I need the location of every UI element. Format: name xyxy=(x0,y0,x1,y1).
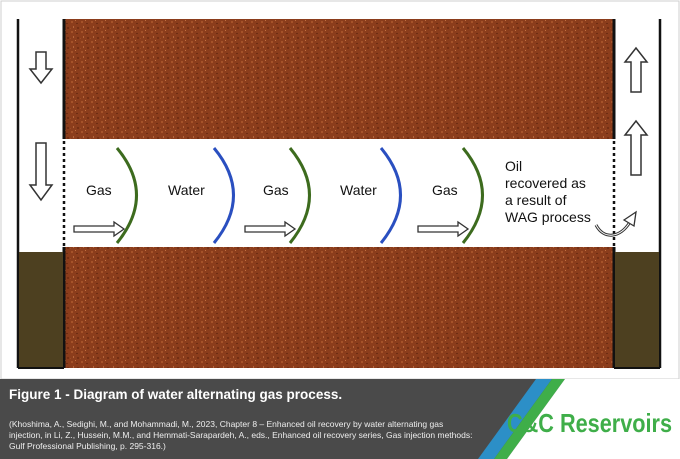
water-label-1: Water xyxy=(168,182,205,198)
caption-bar: Figure 1 - Diagram of water alternating … xyxy=(0,379,680,459)
water-label-2: Water xyxy=(340,182,377,198)
water-front-1 xyxy=(212,147,235,244)
water-front-2 xyxy=(379,147,402,244)
right-arrow-icon xyxy=(73,220,126,238)
gas-front-2 xyxy=(288,147,311,244)
lower-rock-layer xyxy=(64,247,614,368)
curved-up-arrow-icon xyxy=(594,210,637,237)
wag-process-diagram xyxy=(0,0,680,380)
oil-label-line-4: WAG process xyxy=(505,209,591,225)
upper-rock-layer xyxy=(64,19,614,139)
oil-label-line-2: recovered as xyxy=(505,175,586,191)
company-logo: C&C Reservoirs xyxy=(507,408,672,438)
figure-reference: (Khoshima, A., Sedighi, M., and Mohammad… xyxy=(9,419,473,451)
up-arrow-icon xyxy=(623,119,649,176)
gas-front-1 xyxy=(115,147,138,244)
right-arrow-icon xyxy=(244,220,297,238)
figure-title: Figure 1 - Diagram of water alternating … xyxy=(9,387,343,402)
svg-text:C&C Reservoirs: C&C Reservoirs xyxy=(507,408,672,438)
right-arrow-icon xyxy=(417,220,470,238)
oil-label-line-3: a result of xyxy=(505,192,567,208)
gas-label-3: Gas xyxy=(432,182,458,198)
up-arrow-icon xyxy=(623,46,649,93)
decorative-stripes xyxy=(478,379,680,459)
down-arrow-icon xyxy=(28,142,54,202)
injection-well xyxy=(16,19,66,369)
gas-label-1: Gas xyxy=(86,182,112,198)
gas-front-3 xyxy=(461,147,484,244)
down-arrow-icon xyxy=(28,51,54,85)
oil-recovered-label: Oil recovered as a result of WAG process xyxy=(505,158,615,226)
gas-label-2: Gas xyxy=(263,182,289,198)
production-well xyxy=(612,19,662,369)
oil-label-line-1: Oil xyxy=(505,158,523,174)
